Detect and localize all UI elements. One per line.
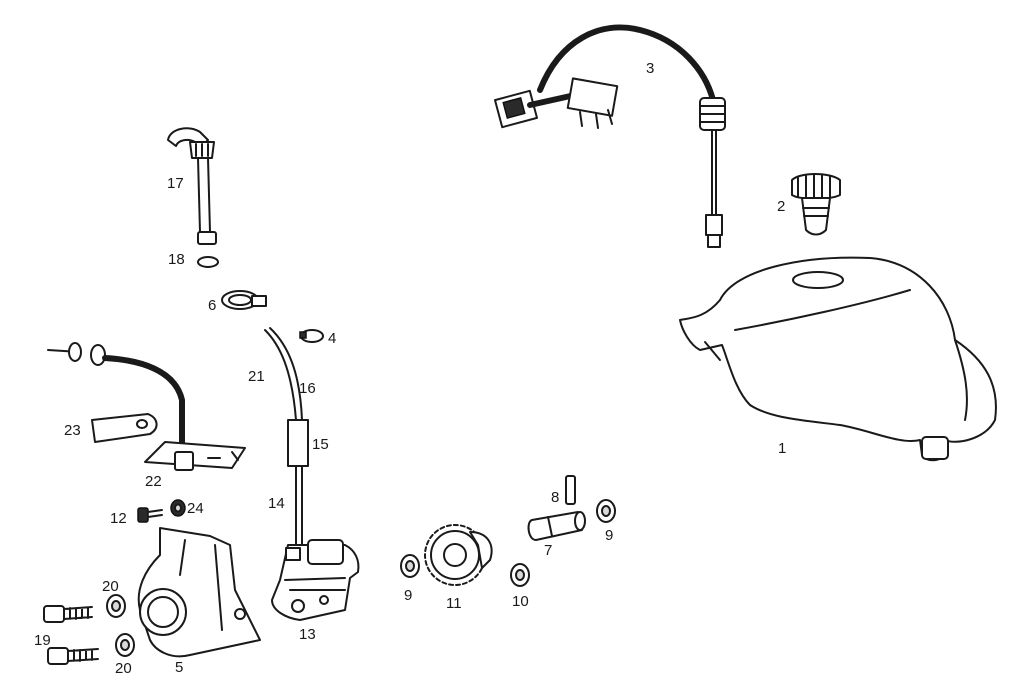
callout-20-upper: 20	[102, 578, 119, 595]
callout-17: 17	[167, 175, 184, 192]
part-5-cover	[137, 527, 261, 658]
part-1-tank	[679, 256, 997, 462]
callout-9-left: 9	[404, 587, 412, 604]
part-11-gear	[424, 524, 493, 586]
callout-18: 18	[168, 251, 185, 268]
callout-19: 19	[34, 632, 51, 649]
part-20-washer-upper	[106, 594, 126, 618]
callout-20-lower: 20	[115, 660, 132, 677]
part-24-washer	[170, 499, 186, 517]
callout-12: 12	[110, 510, 127, 527]
part-18-o-ring	[197, 256, 219, 268]
callout-14: 14	[268, 495, 285, 512]
part-9-washer-left	[400, 554, 420, 578]
callout-22: 22	[145, 473, 162, 490]
part-19-bolt-upper	[43, 605, 93, 623]
callout-9-right: 9	[605, 527, 613, 544]
part-19-bolt-lower	[47, 647, 99, 665]
part-7-shaft	[527, 511, 586, 541]
callout-6: 6	[208, 297, 216, 314]
part-22-cable-bracket	[47, 342, 246, 471]
part-14-16-21-tube	[264, 327, 309, 546]
part-3-sensor-harness	[493, 24, 726, 248]
part-13-oil-pump	[271, 539, 360, 621]
callout-1: 1	[778, 440, 786, 457]
part-4-clip	[299, 329, 324, 343]
part-10-washer	[510, 563, 530, 587]
callout-3: 3	[646, 60, 654, 77]
part-23-bracket-plate	[91, 413, 158, 443]
callout-11: 11	[446, 595, 462, 612]
part-8-pin	[565, 475, 576, 505]
callout-13: 13	[299, 626, 316, 643]
callout-23: 23	[64, 422, 81, 439]
callout-labels: 1 2 3 4 5 6 7 8 9 9 10 11 12 13 14 15 16…	[34, 60, 786, 677]
part-6-hose-clamp	[221, 290, 267, 310]
callout-24: 24	[187, 500, 204, 517]
part-2-filler-cap	[791, 173, 841, 236]
callout-15: 15	[312, 436, 329, 453]
part-9-washer-right	[596, 499, 616, 523]
callout-7: 7	[544, 542, 552, 559]
callout-10: 10	[512, 593, 529, 610]
part-20-washer-lower	[115, 633, 135, 657]
callout-21: 21	[248, 368, 265, 385]
part-17-elbow-fitting	[167, 127, 217, 245]
part-12-bolt	[137, 507, 163, 523]
callout-5: 5	[175, 659, 183, 676]
callout-4: 4	[328, 330, 336, 347]
callout-8: 8	[551, 489, 559, 506]
callout-2: 2	[777, 198, 785, 215]
callout-16: 16	[299, 380, 316, 397]
